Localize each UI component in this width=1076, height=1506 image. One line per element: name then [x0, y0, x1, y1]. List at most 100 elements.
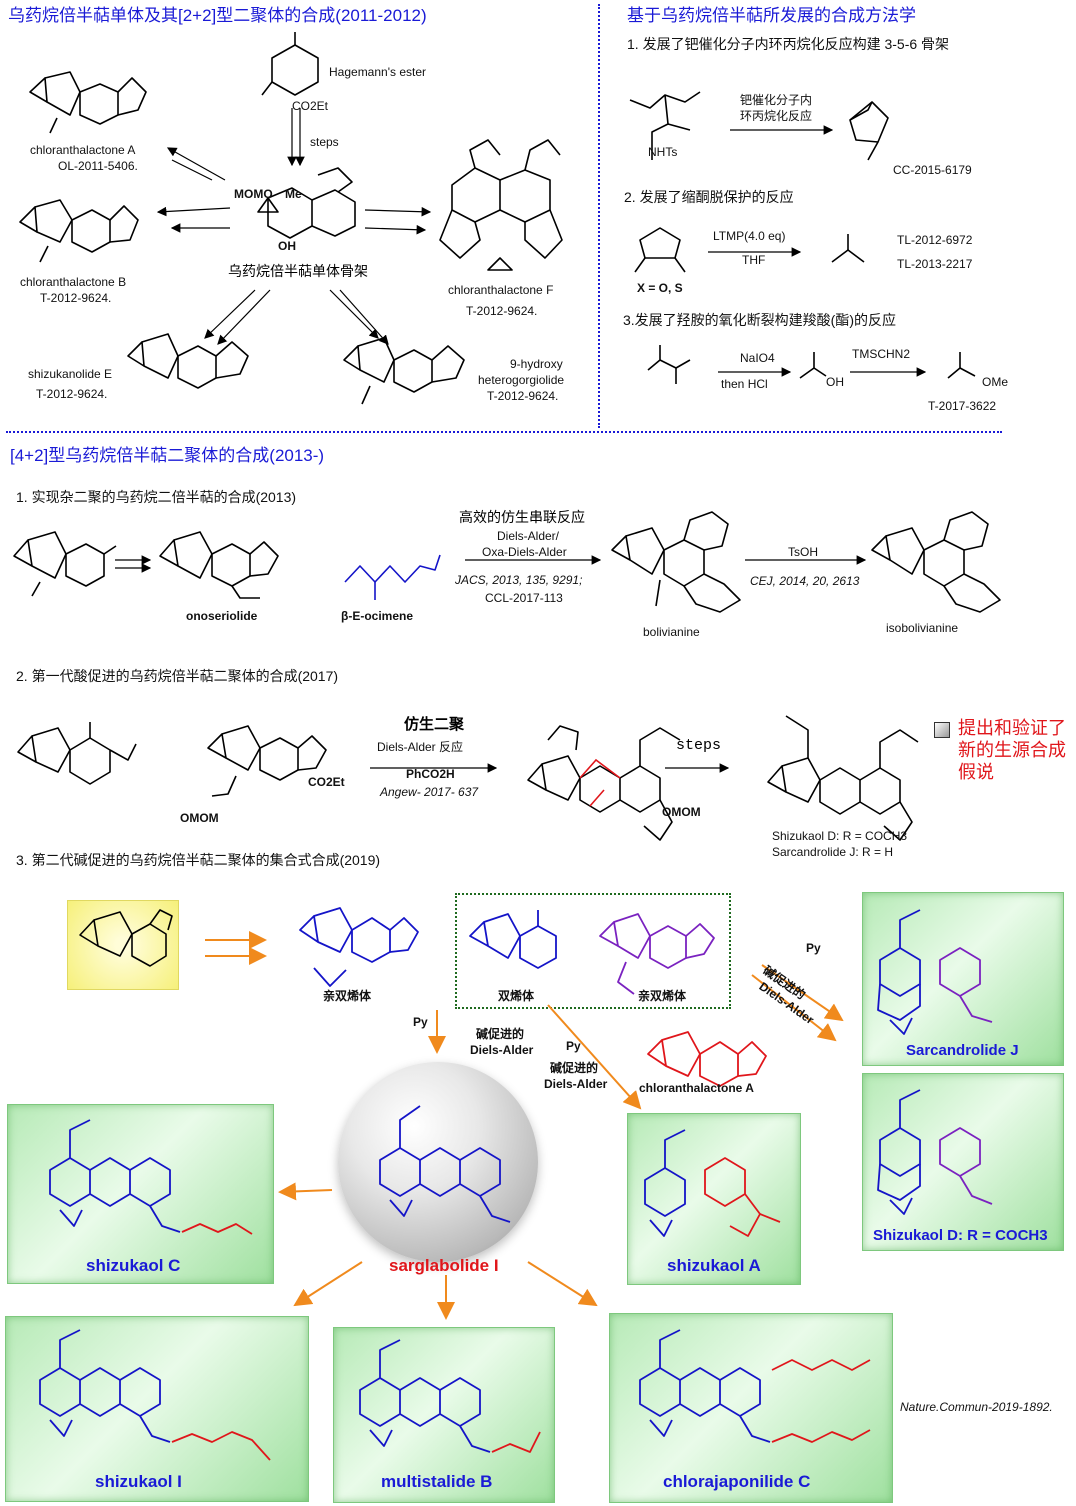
hypothesis-l3: 假说	[958, 762, 994, 782]
hypothesis-l2: 新的生源合成	[958, 740, 1066, 760]
structure-chloranthalactone-f	[439, 139, 563, 271]
structure-bolivianine	[611, 511, 741, 613]
chloranthalactone-b-ref: T-2012-9624.	[40, 291, 112, 305]
chloranthalactone-a-ref: OL-2011-5406.	[58, 159, 138, 173]
structure-da-adduct	[527, 725, 681, 841]
structure-panel-sarcandrolide-j-purple	[939, 947, 993, 1023]
horizontal-divider	[6, 431, 1002, 433]
heterogorgiolide-ref: T-2012-9624.	[487, 389, 559, 403]
py-label-right: Py	[566, 1039, 581, 1053]
label-sarglabolide-i: sarglabolide I	[389, 1256, 499, 1275]
hub-sphere	[338, 1062, 538, 1262]
method-item-2: 2. 发展了缩酮脱保护的反应	[624, 189, 794, 205]
py-label-center: Py	[413, 1015, 428, 1029]
method-3-ref: T-2017-3622	[928, 399, 997, 413]
onoseriolide-label: onoseriolide	[186, 609, 258, 623]
base-label-1-l2: Diels-Alder	[470, 1043, 534, 1057]
structure-panel-shizukaol-a-red	[704, 1157, 781, 1237]
step-2-ref: Angew- 2017- 637	[380, 785, 479, 799]
structure-scaffold	[257, 167, 356, 239]
structure-momo-diene	[17, 722, 137, 785]
dienophile-label-2: 亲双烯体	[638, 989, 687, 1003]
scaffold-me: Me	[285, 187, 302, 201]
vertical-divider	[598, 4, 600, 428]
label-chlorajaponilide-c: chlorajaponilide C	[663, 1472, 811, 1491]
reactant-dashed-box	[455, 893, 731, 1009]
hagemann-ester-group: CO2Et	[292, 99, 329, 113]
panel-chlorajaponilide-c	[609, 1313, 893, 1503]
structure-panel-shizukaol-a	[644, 1129, 686, 1237]
scaffold-momo: MOMO	[234, 187, 273, 201]
step-2-cond-l1: Diels-Alder 反应	[377, 740, 464, 754]
step-2-title: 2. 第一代酸促进的乌药烷倍半萜二聚体的合成(2017)	[16, 668, 339, 684]
structure-ocimene	[344, 554, 441, 600]
middle-title: [4+2]型乌药烷倍半萜二聚体的合成(2013-)	[10, 446, 325, 465]
structure-ester	[947, 352, 976, 379]
structure-chloranthalactone-a	[29, 71, 147, 134]
step-2-omom-adduct: OMOM	[662, 805, 701, 819]
panel-shizukaol-i	[5, 1316, 309, 1502]
structure-panel-shizukaol-d-purple	[939, 1127, 993, 1205]
dienophile-label-1: 亲双烯体	[323, 989, 372, 1003]
structure-hydroxylamine	[647, 345, 691, 384]
ocimene-label: β-E-ocimene	[341, 609, 414, 623]
step-3-title: 3. 第二代碱促进的乌药烷倍半萜二聚体的集合式合成(2019)	[16, 852, 381, 868]
step-1-title: 1. 实现杂二聚的乌药烷二倍半萜的合成(2013)	[16, 489, 297, 505]
label-shizukaol-d: Shizukaol D: R = COCH3	[873, 1227, 1048, 1244]
structure-panel-multistalide-b	[359, 1339, 491, 1453]
structure-shizukaol-d-sarcandrolide-j	[767, 715, 919, 841]
bolivianine-label: bolivianine	[643, 625, 700, 639]
step-2-omom-left: OMOM	[180, 811, 219, 825]
top-left-title: 乌药烷倍半萜单体及其[2+2]型二聚体的合成(2011-2012)	[8, 6, 427, 25]
step-2-steps: steps	[676, 737, 722, 754]
hagemanns-ester-label: Hagemann's ester	[329, 65, 427, 79]
structure-ketone	[831, 234, 865, 263]
structure-ester-dienophile	[207, 725, 327, 797]
step-1-cond-l2: Oxa-Diels-Alder	[482, 545, 567, 559]
structure-purple-dienophile	[599, 913, 715, 995]
step-2-co2et: CO2Et	[308, 775, 345, 789]
structure-panel-chlorajaponilide-c	[639, 1329, 771, 1443]
shizukanolide-e-name: shizukanolide E	[28, 367, 113, 381]
panel-multistalide-b	[333, 1327, 555, 1503]
steps-label: steps	[310, 135, 339, 149]
nature-commun-ref: Nature.Commun-2019-1892.	[900, 1400, 1053, 1414]
method-3-reagent-1b: then HCl	[721, 377, 768, 391]
method-item-1: 1. 发展了钯催化分子内环丙烷化反应构建 3-5-6 骨架	[627, 36, 950, 52]
panel-sarcandrolide-j	[862, 892, 1064, 1066]
label-shizukaol-a: shizukaol A	[667, 1256, 761, 1275]
structure-9-hydroxy-heterogorgiolide	[343, 337, 465, 405]
structure-ketone-start	[13, 531, 117, 597]
heterogorgiolide-name-l1: 9-hydroxy	[510, 357, 563, 371]
chloranthalactone-f-ref: T-2012-9624.	[466, 304, 538, 318]
heterogorgiolide-name-l2: heterogorgiolide	[478, 373, 565, 387]
step-1-tsoh: TsOH	[788, 545, 818, 559]
structure-chloranthalactone-a-red	[647, 1031, 767, 1087]
structure-isobolivianine	[871, 511, 1001, 613]
method-1-cond-l2: 环丙烷化反应	[740, 109, 813, 123]
diene-label: 双烯体	[498, 989, 535, 1003]
method-2-ref-2: TL-2013-2217	[897, 257, 973, 271]
hypothesis-bullet-icon	[934, 722, 950, 738]
structure-panel-sarcandrolide-j	[877, 909, 921, 1035]
label-sarcandrolide-j: Sarcandrolide J	[906, 1042, 1019, 1059]
structure-diene	[469, 910, 557, 969]
method-item-3: 3.发展了羟胺的氧化断裂构建羧酸(酯)的反应	[623, 312, 896, 328]
structure-chloranthalactone-b	[19, 199, 139, 263]
structure-panel-shizukaol-i	[39, 1329, 171, 1443]
step-1-ref-1: JACS, 2013, 135, 9291;	[455, 573, 583, 587]
chloranthalactone-a-name: chloranthalactone A	[30, 143, 136, 157]
structure-blue-dienophile	[299, 907, 419, 987]
method-1-nhts: NHTs	[648, 145, 678, 159]
label-shizukaol-i: shizukaol I	[95, 1472, 182, 1491]
isobolivianine-label: isobolivianine	[886, 621, 959, 635]
panel-shizukaol-d	[862, 1073, 1064, 1251]
start-material-highlight	[67, 900, 179, 990]
step-1-ref-3: CEJ, 2014, 20, 2613	[750, 574, 860, 588]
step-1-ref-2: CCL-2017-113	[485, 591, 563, 605]
chloranthalactone-a-red-label: chloranthalactone A	[639, 1081, 754, 1095]
step-2-acid: PhCO2H	[406, 767, 455, 781]
structure-onoseriolide	[159, 531, 279, 599]
structure-ketal-start	[79, 909, 173, 967]
label-multistalide-b: multistalide B	[381, 1472, 493, 1491]
